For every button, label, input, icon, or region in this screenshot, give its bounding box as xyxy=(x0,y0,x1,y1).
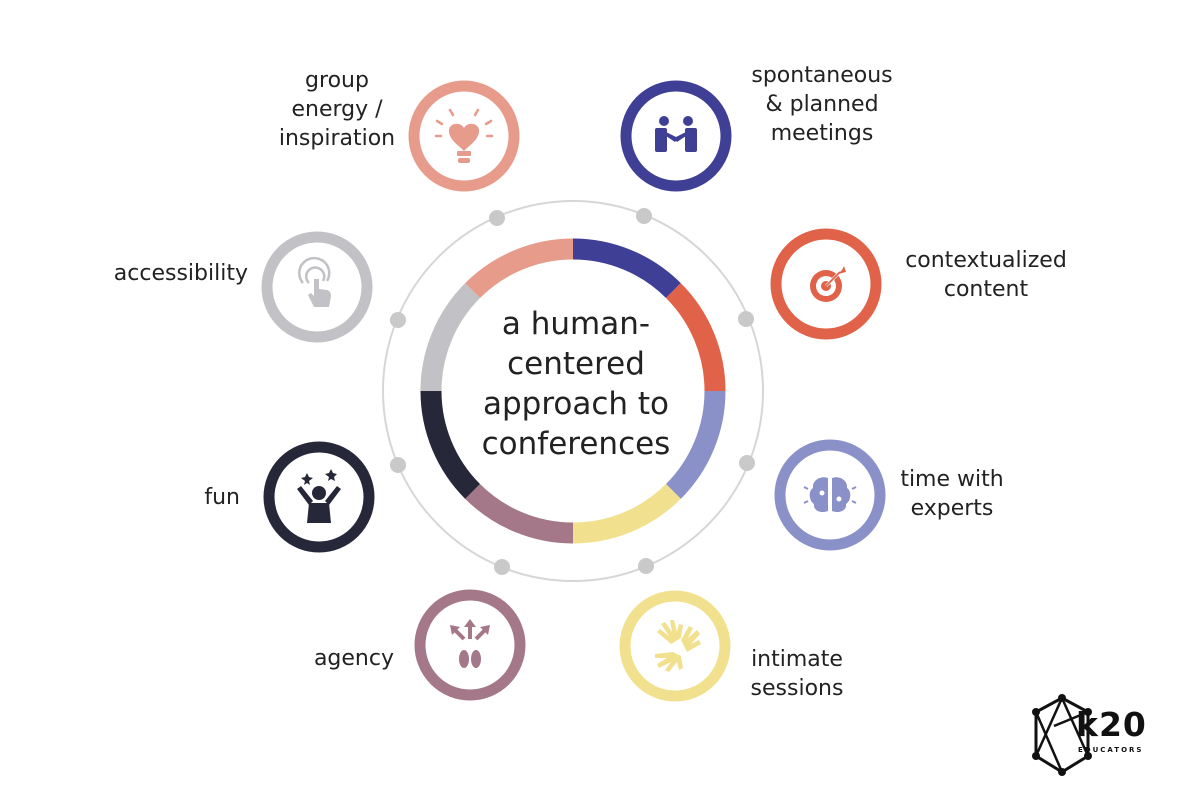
label-meetings: spontaneous & planned meetings xyxy=(751,63,893,146)
node-ring xyxy=(770,228,882,340)
logo-subtitle: EDUCATORS xyxy=(1078,746,1144,754)
node-agency xyxy=(414,589,526,701)
connector-dot xyxy=(390,457,406,473)
label-experts: time with experts xyxy=(900,467,1004,521)
target-icon xyxy=(810,266,846,302)
label-fun: fun xyxy=(204,485,240,510)
footprints-arrows-icon xyxy=(450,619,490,668)
donut-segment xyxy=(665,283,726,392)
label-intimate: intimate sessions xyxy=(750,647,844,701)
node-ring xyxy=(619,590,731,702)
connector-dot xyxy=(739,455,755,471)
node-ring xyxy=(408,80,520,192)
lightbulb-heart-icon xyxy=(434,108,494,163)
node-ring xyxy=(263,441,375,553)
node-experts xyxy=(774,439,886,551)
donut-segment xyxy=(465,238,574,299)
label-group-energy: group energy / inspiration xyxy=(278,68,396,151)
label-contextualized: contextualized content xyxy=(905,248,1067,302)
donut-segment xyxy=(572,483,681,544)
celebrating-person-icon xyxy=(297,469,341,523)
connector-dot xyxy=(636,208,652,224)
node-intimate xyxy=(619,590,731,702)
label-agency: agency xyxy=(313,646,394,671)
hands-icon xyxy=(655,620,701,672)
connector-dots xyxy=(390,208,755,575)
center-title: a human- centered approach to conference… xyxy=(481,306,671,462)
node-fun xyxy=(263,441,375,553)
outer-ring xyxy=(382,200,764,582)
connector-dot xyxy=(390,312,406,328)
node-ring xyxy=(774,439,886,551)
donut-segment xyxy=(420,390,481,499)
node-ring xyxy=(620,80,732,192)
connector-dot xyxy=(489,210,505,226)
node-group-energy xyxy=(408,80,520,192)
node-accessibility xyxy=(261,231,373,343)
label-accessibility: accessibility xyxy=(113,261,248,286)
node-ring xyxy=(414,589,526,701)
k20-logo-mark-icon xyxy=(1032,694,1092,776)
connector-dot xyxy=(638,558,654,574)
logo-wordmark: k20 xyxy=(1076,705,1147,744)
node-contextualized xyxy=(770,228,882,340)
brain-icon xyxy=(803,477,857,513)
node-ring xyxy=(261,231,373,343)
connector-dot xyxy=(494,559,510,575)
touch-hand-icon xyxy=(298,256,331,307)
node-meetings xyxy=(620,80,732,192)
donut-segment xyxy=(572,238,681,299)
donut-segment xyxy=(465,483,574,544)
donut-segment xyxy=(420,283,481,392)
donut-ring xyxy=(420,238,726,544)
donut-segment xyxy=(665,390,726,499)
connector-dot xyxy=(738,311,754,327)
handshake-icon xyxy=(655,116,697,152)
